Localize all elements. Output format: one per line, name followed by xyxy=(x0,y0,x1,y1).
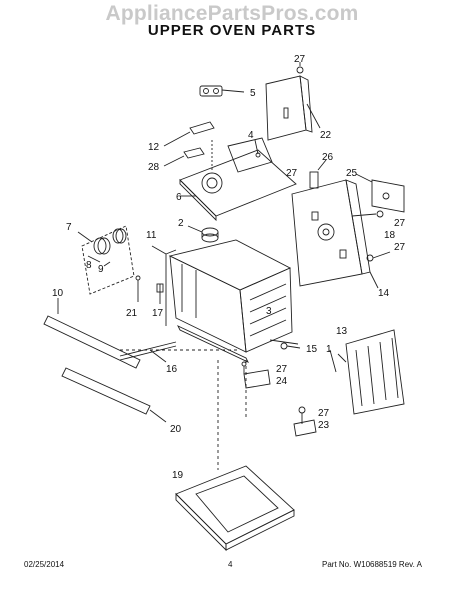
part-13-side-panel xyxy=(337,329,405,415)
callout-3: 3 xyxy=(266,306,272,317)
part-10-strip xyxy=(43,298,141,369)
part-12-bracket xyxy=(163,121,215,147)
callout-27-top: 27 xyxy=(294,54,306,65)
part-3-oven-cavity xyxy=(168,239,299,363)
part-7-8-9-control-group xyxy=(77,225,135,295)
part-23-bracket xyxy=(293,406,317,437)
callout-21: 21 xyxy=(126,308,138,319)
callout-labels: 1 2 3 4 5 6 7 8 9 10 11 12 13 14 15 16 1… xyxy=(52,54,406,481)
part-2-bushing xyxy=(187,225,219,243)
callout-13: 13 xyxy=(336,326,348,337)
part-21-pin xyxy=(135,275,141,302)
callout-19: 19 xyxy=(172,470,184,481)
callout-18: 18 xyxy=(384,230,396,241)
alignment-lines xyxy=(120,349,247,470)
callout-11: 11 xyxy=(146,230,157,241)
part-27-screw-right xyxy=(366,251,391,262)
part-1-clip xyxy=(329,349,337,373)
callout-23: 23 xyxy=(318,420,330,431)
callout-4: 4 xyxy=(248,130,254,141)
part-26-clip xyxy=(309,159,327,189)
callout-10: 10 xyxy=(52,288,64,299)
callout-12: 12 xyxy=(148,142,160,153)
footer-part-number: Part No. W10688519 Rev. A xyxy=(322,560,422,569)
diagram-title: UPPER OVEN PARTS xyxy=(147,22,317,39)
callout-5: 5 xyxy=(250,88,256,99)
callout-20: 20 xyxy=(170,424,182,435)
footer-date: 02/25/2014 xyxy=(24,560,65,569)
part-20-trim xyxy=(61,367,167,423)
callout-16: 16 xyxy=(166,364,178,375)
part-15-screw xyxy=(280,342,301,350)
callout-2: 2 xyxy=(178,218,184,229)
footer-page-number: 4 xyxy=(228,560,233,569)
part-19-bottom-tray xyxy=(175,465,295,552)
callout-25: 25 xyxy=(346,168,358,179)
part-11-frame xyxy=(151,245,177,326)
callout-9: 9 xyxy=(98,264,104,275)
callout-27-right-b: 27 xyxy=(394,242,406,253)
part-5-sensor xyxy=(199,85,245,97)
callout-8: 8 xyxy=(86,260,92,271)
part-22-rear-panel xyxy=(265,75,321,141)
callout-1: 1 xyxy=(326,344,332,355)
callout-17: 17 xyxy=(152,308,164,319)
part-25-bracket xyxy=(355,173,405,213)
part-16-rod xyxy=(119,341,177,363)
callout-15: 15 xyxy=(306,344,318,355)
callout-26: 26 xyxy=(322,152,334,163)
callout-28: 28 xyxy=(148,162,160,173)
part-28-bracket xyxy=(163,147,205,167)
callout-14: 14 xyxy=(378,288,390,299)
callout-27-upper: 27 xyxy=(286,168,298,179)
part-17-clip xyxy=(156,283,164,304)
callout-27-lower: 27 xyxy=(276,364,288,375)
callout-7: 7 xyxy=(66,222,72,233)
part-6-top-plate xyxy=(179,137,297,222)
part-27-screw-top xyxy=(296,62,304,74)
part-18-screw xyxy=(351,210,384,218)
part-24-bracket xyxy=(241,361,271,389)
part-4-screw xyxy=(254,139,261,158)
callout-6: 6 xyxy=(176,192,182,203)
callout-27-bottom: 27 xyxy=(318,408,330,419)
callout-22: 22 xyxy=(320,130,332,141)
part-14-side-panel xyxy=(291,179,379,289)
callout-27-right-a: 27 xyxy=(394,218,406,229)
callout-24: 24 xyxy=(276,376,288,387)
site-watermark: AppliancePartsPros.com xyxy=(105,2,359,25)
